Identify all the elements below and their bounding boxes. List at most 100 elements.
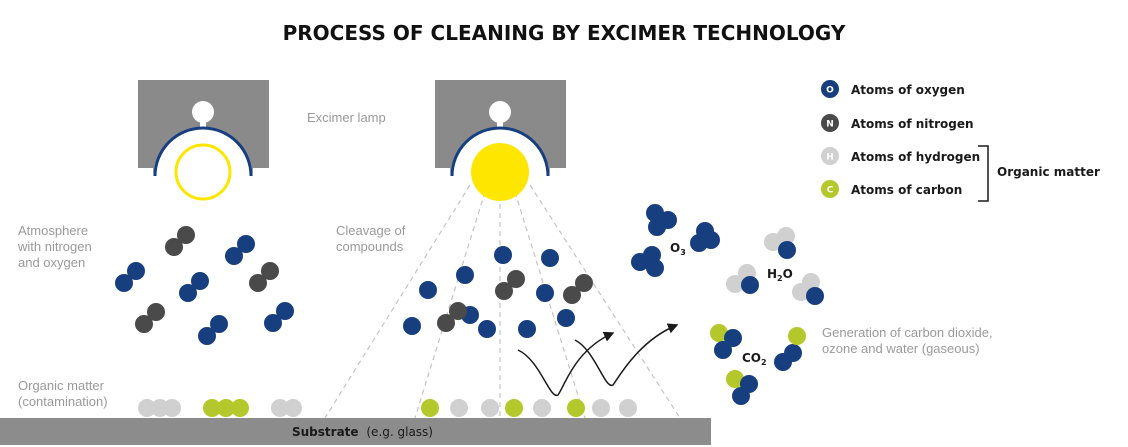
oxygen-atom <box>774 353 792 371</box>
oxygen-atom <box>494 246 512 264</box>
nitrogen-molecule-atom <box>177 226 195 244</box>
arrow-right <box>574 323 679 386</box>
oxygen-atom <box>518 320 536 338</box>
legend: O Atoms of oxygen N Atoms of nitrogen H … <box>821 80 1100 202</box>
co2-formula: CO2 <box>742 351 767 367</box>
atmosphere-label: Atmosphere with nitrogen and oxygen <box>17 223 95 270</box>
uv-rays <box>324 184 681 419</box>
excimer-lamp-label: Excimer lamp <box>307 110 386 125</box>
h2o-formula: H2O <box>767 267 793 283</box>
nitrogen-molecule-atom <box>575 274 593 292</box>
hydrogen-atom <box>802 273 820 291</box>
oxygen-atom <box>714 341 732 359</box>
legend-label-carbon: Atoms of carbon <box>851 183 962 197</box>
reaction-arrows <box>517 323 679 396</box>
excimer-lamp-off <box>138 80 269 201</box>
legend-symbol-nitrogen: N <box>826 120 834 130</box>
hydrogen-atom <box>592 399 610 417</box>
carbon-atom <box>231 399 249 417</box>
oxygen-molecule-atom <box>127 262 145 280</box>
oxygen-atom <box>536 284 554 302</box>
hydrogen-atom-icon <box>821 147 839 165</box>
contamination-line-1: Organic matter <box>18 378 105 393</box>
oxygen-atom <box>741 276 759 294</box>
legend-symbol-oxygen: O <box>826 86 834 96</box>
hydrogen-atom <box>138 399 156 417</box>
oxygen-atom <box>806 287 824 305</box>
carbon-atom <box>203 399 221 417</box>
oxygen-atom <box>419 281 437 299</box>
h2o-main: H <box>767 267 777 281</box>
organic-matter-bracket <box>978 145 989 202</box>
nitrogen-molecule-atom <box>135 315 153 333</box>
carbon-atom-icon <box>821 180 839 198</box>
nitrogen-molecule-atom <box>563 286 581 304</box>
hydrogen-atom <box>533 399 551 417</box>
oxygen-molecule-atom <box>115 274 133 292</box>
nitrogen-molecule-atom <box>261 262 279 280</box>
ozone-atom <box>648 218 666 236</box>
oxygen-atom <box>456 266 474 284</box>
h2o-sub: 2 <box>777 274 783 283</box>
oxygen-molecule-atom <box>191 272 209 290</box>
carbon-atom <box>788 327 806 345</box>
oxygen-molecule-atom <box>210 315 228 333</box>
ozone-atom <box>646 259 664 277</box>
oxygen-atom <box>557 309 575 327</box>
legend-item-nitrogen: N Atoms of nitrogen <box>821 114 974 132</box>
carbon-atom <box>505 399 523 417</box>
substrate-label: Substrate (e.g. glass) <box>292 425 433 439</box>
nitrogen-molecule-atom <box>147 303 165 321</box>
diagram-title: PROCESS OF CLEANING BY EXCIMER TECHNOLOG… <box>283 21 846 45</box>
hydrogen-atom <box>450 399 468 417</box>
o3-sub: 3 <box>680 248 686 257</box>
organic-matter-label: Organic matter <box>997 165 1100 179</box>
legend-item-hydrogen: H Atoms of hydrogen <box>821 147 980 165</box>
hydrogen-atom <box>726 275 744 293</box>
h2o-tail: O <box>783 267 793 281</box>
cleavage-line-2: compounds <box>336 239 404 254</box>
co2-sub: 2 <box>761 358 767 367</box>
oxygen-atom <box>778 241 796 259</box>
legend-symbol-hydrogen: H <box>826 153 834 163</box>
atmosphere-line-3: and oxygen <box>18 255 85 270</box>
carbon-atom <box>710 324 728 342</box>
nitrogen-molecule-atom <box>249 274 267 292</box>
legend-item-carbon: C Atoms of carbon <box>821 180 962 198</box>
hydrogen-atom <box>284 399 302 417</box>
cleavage-label: Cleavage of compounds <box>336 223 409 254</box>
contamination-label: Organic matter (contamination) <box>18 378 108 409</box>
carbon-atom <box>421 399 439 417</box>
oxygen-atom <box>732 387 750 405</box>
oxygen-molecule-atom <box>237 235 255 253</box>
atoms-layer <box>115 204 824 417</box>
carbon-atom <box>567 399 585 417</box>
hydrogen-atom <box>619 399 637 417</box>
generation-line-1: Generation of carbon dioxide, <box>822 325 993 340</box>
legend-label-nitrogen: Atoms of nitrogen <box>851 117 974 131</box>
carbon-atom <box>726 370 744 388</box>
generation-label: Generation of carbon dioxide, ozone and … <box>822 325 996 356</box>
o3-main: O <box>670 241 680 255</box>
oxygen-molecule-atom <box>264 314 282 332</box>
oxygen-molecule-atom <box>276 302 294 320</box>
legend-item-oxygen: O Atoms of oxygen <box>821 80 965 98</box>
nitrogen-molecule-atom <box>437 314 455 332</box>
nitrogen-molecule-atom <box>449 302 467 320</box>
carbon-atom <box>217 399 235 417</box>
oxygen-molecule-atom <box>198 327 216 345</box>
oxygen-atom <box>724 329 742 347</box>
excimer-lamp-on <box>435 80 566 201</box>
atmosphere-line-2: with nitrogen <box>17 239 92 254</box>
nitrogen-molecule-atom <box>507 270 525 288</box>
oxygen-molecule-atom <box>179 284 197 302</box>
oxygen-molecule-atom <box>225 247 243 265</box>
generation-line-2: ozone and water (gaseous) <box>822 341 980 356</box>
oxygen-atom <box>541 249 559 267</box>
hydrogen-atom <box>481 399 499 417</box>
substrate-note: (e.g. glass) <box>366 425 433 439</box>
hydrogen-atom <box>777 227 795 245</box>
oxygen-atom <box>403 317 421 335</box>
hydrogen-atom <box>271 399 289 417</box>
